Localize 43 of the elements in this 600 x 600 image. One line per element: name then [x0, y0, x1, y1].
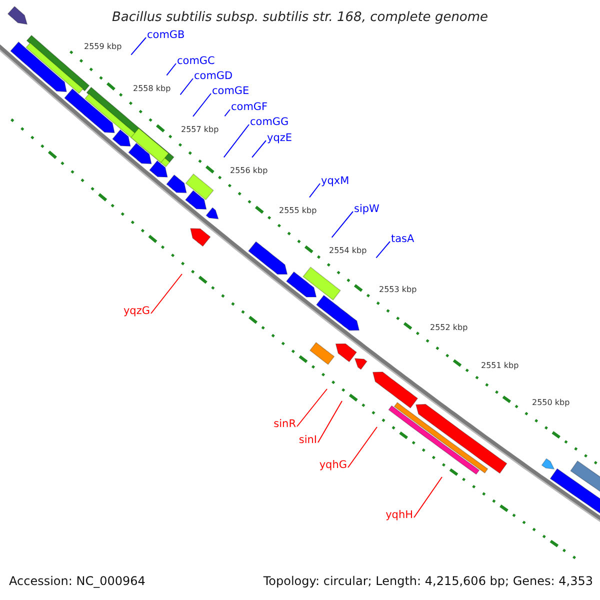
- gene-label: comGC: [177, 56, 215, 66]
- gene-label: yqzG: [123, 306, 150, 316]
- leader-line: [348, 426, 378, 468]
- gene-label: yqxM: [321, 176, 350, 186]
- tick-label: 2558 kbp: [133, 85, 171, 93]
- leader-line: [130, 37, 146, 56]
- leader-line: [318, 400, 342, 443]
- gene-label: comGF: [231, 102, 268, 112]
- gene-label: comGB: [147, 30, 185, 40]
- title: Bacillus subtilis subsp. subtilis str. 168, complete genome: [110, 11, 490, 24]
- gene-label: yqhG: [319, 460, 347, 470]
- tick-label: 2551 kbp: [481, 362, 519, 370]
- gene-label: comGE: [212, 86, 250, 96]
- gene-label: yqzE: [267, 133, 292, 144]
- gene-label: sinR: [274, 419, 296, 430]
- leader-line: [376, 241, 390, 258]
- leader-line: [296, 388, 328, 427]
- tick-label: 2553 kbp: [379, 286, 417, 294]
- leader-line: [150, 274, 182, 314]
- gene-label: sinI: [298, 435, 317, 446]
- tick-label: 2557 kbp: [181, 126, 219, 134]
- leader-line: [223, 124, 250, 158]
- leader-line: [309, 183, 320, 198]
- tick-label: 2550 kbp: [532, 399, 570, 407]
- tick-label: 2556 kbp: [230, 167, 268, 175]
- leader-line: [414, 476, 442, 518]
- leader-line: [224, 109, 230, 117]
- tick-label: 2559 kbp: [84, 43, 122, 51]
- tick-label: 2555 kbp: [279, 207, 317, 215]
- gene-label: comGG: [250, 117, 289, 128]
- gene-label: comGD: [194, 71, 233, 82]
- leader-line: [166, 63, 176, 76]
- leader-line: [331, 211, 354, 238]
- gene-label: yqhH: [386, 510, 413, 520]
- accession-text: Accession: NC_000964: [9, 575, 146, 587]
- leader-line: [252, 140, 266, 158]
- tick-label: 2552 kbp: [430, 324, 468, 332]
- gene-label: sipW: [354, 204, 380, 214]
- leader-line: [180, 78, 194, 96]
- gene-label: tasA: [391, 234, 414, 244]
- leader-line: [192, 93, 212, 117]
- tick-label: 2554 kbp: [329, 247, 367, 255]
- genome-info-text: Topology: circular; Length: 4,215,606 bp; Genes: 4,353: [263, 575, 593, 587]
